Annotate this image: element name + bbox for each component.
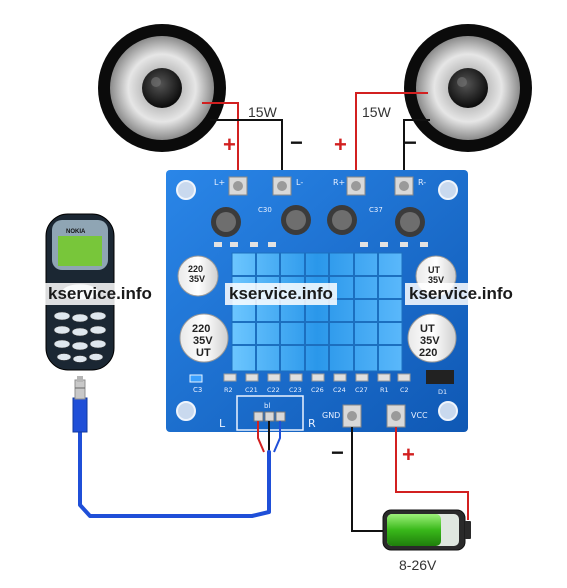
component-label: D1 — [438, 388, 447, 396]
svg-text:UT: UT — [420, 323, 435, 335]
right-speaker-power: 15W — [362, 104, 391, 120]
left-speaker — [98, 24, 226, 152]
right-speaker-wires — [355, 92, 430, 178]
mount-hole — [176, 180, 196, 200]
channel-left-label: L — [219, 417, 226, 430]
component-label: C21 — [245, 386, 258, 394]
terminal-gnd — [342, 404, 362, 428]
watermark: kservice.info — [405, 283, 517, 305]
right-minus-sign: − — [404, 130, 417, 155]
left-speaker-power: 15W — [248, 104, 277, 120]
capacitor-bottom-left: 220 35V UT — [179, 313, 229, 363]
inductor — [211, 207, 241, 237]
battery-voltage-label: 8-26V — [399, 557, 437, 573]
svg-text:35V: 35V — [428, 275, 444, 285]
svg-text:220: 220 — [188, 264, 203, 274]
battery-charge-fill — [387, 514, 441, 546]
left-minus-sign: − — [290, 130, 303, 155]
input-header-pins — [253, 411, 286, 422]
svg-text:220: 220 — [419, 347, 437, 359]
svg-text:UT: UT — [196, 347, 211, 359]
terminal-vcc — [386, 404, 406, 428]
phone-screen — [58, 236, 102, 266]
component-label: C22 — [267, 386, 280, 394]
vcc-label: VCC — [411, 411, 428, 420]
component-label: R1 — [380, 386, 389, 394]
capacitor-bottom-right: UT 35V 220 — [407, 313, 457, 363]
battery — [382, 509, 471, 551]
component-label: C27 — [355, 386, 368, 394]
terminal-left-minus — [272, 176, 292, 196]
capacitor-top-left: 220 35V — [177, 255, 219, 297]
inductor — [327, 205, 357, 235]
right-speaker — [404, 24, 532, 152]
phone-brand: NOKIA — [66, 229, 86, 235]
terminal-label: L+ — [214, 178, 225, 187]
right-plus-sign: + — [334, 132, 347, 157]
component-label: C26 — [311, 386, 324, 394]
mount-hole — [176, 401, 196, 421]
terminal-left-plus — [228, 176, 248, 196]
terminal-right-minus — [394, 176, 414, 196]
diode — [426, 370, 454, 384]
terminal-label: L- — [296, 178, 303, 187]
watermark: kservice.info — [44, 283, 156, 305]
terminal-right-plus — [346, 176, 366, 196]
vcc-plus-sign: + — [402, 442, 415, 467]
mount-hole — [438, 180, 458, 200]
mount-hole — [438, 401, 458, 421]
svg-text:35V: 35V — [189, 274, 205, 284]
watermark: kservice.info — [225, 283, 337, 305]
left-speaker-wires — [202, 102, 283, 178]
component-label: C23 — [289, 386, 302, 394]
power-led — [189, 374, 203, 383]
gnd-label: GND — [322, 411, 340, 420]
channel-right-label: R — [308, 417, 316, 430]
audio-jack-plug — [72, 376, 88, 433]
input-label: bl — [264, 402, 270, 410]
input-wires — [257, 421, 281, 453]
heatsink — [231, 252, 403, 372]
component-label: R2 — [224, 386, 233, 394]
terminal-label: R+ — [333, 178, 345, 187]
inductor — [281, 205, 311, 235]
component-label: C24 — [333, 386, 346, 394]
component-label: C37 — [369, 206, 383, 214]
terminal-label: R- — [418, 178, 426, 187]
smd-components-top — [214, 242, 428, 247]
component-label: C2 — [400, 386, 409, 394]
component-label: C30 — [258, 206, 272, 214]
svg-text:35V: 35V — [193, 335, 213, 347]
audio-cable — [78, 426, 271, 518]
inductor — [395, 207, 425, 237]
svg-text:UT: UT — [428, 265, 440, 275]
smd-components-bottom — [223, 373, 411, 382]
component-label: C3 — [193, 386, 202, 394]
power-wires — [351, 427, 469, 532]
gnd-minus-sign: − — [331, 440, 344, 465]
svg-text:220: 220 — [192, 323, 210, 335]
svg-text:35V: 35V — [420, 335, 440, 347]
left-plus-sign: + — [223, 132, 236, 157]
